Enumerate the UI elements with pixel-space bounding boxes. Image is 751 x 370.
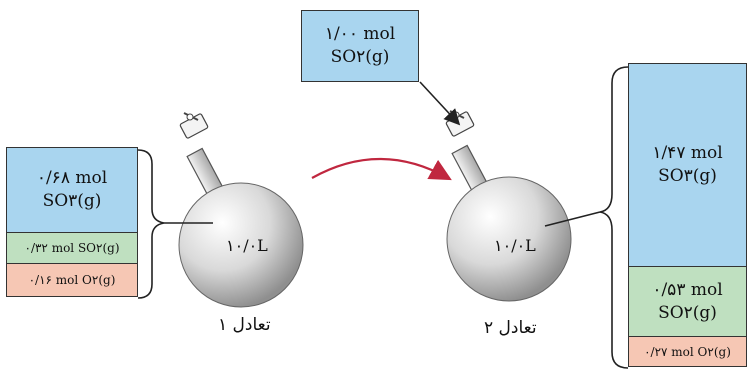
added-amount: ۱/۰۰ mol [324,24,396,45]
addition-arrow [419,81,461,126]
eq2-so2-amount: ۰/۵۳ mol [652,279,723,300]
eq2-so3-segment: ۱/۴۷ mol SO۳(g) [629,64,746,267]
eq1-so3-amount: ۰/۶۸ mol [36,168,108,189]
eq1-so2: ۰/۳۲ mol SO۲(g) [24,241,120,255]
eq2-o2-segment: ۰/۲۷ mol O۲(g) [629,337,746,366]
flask-1-sphere [178,182,304,308]
eq2-so3-amount: ۱/۴۷ mol [652,143,723,164]
equilibrium-2-caption: تعادل ۲ [484,318,537,338]
eq1-o2: ۰/۱۶ mol O۲(g) [28,273,116,287]
eq1-so3-species: SO۳(g) [42,191,102,211]
added-so2-content: ۱/۰۰ mol SO۲(g) [302,11,418,81]
equilibrium-1-caption: تعادل ۱ [218,315,271,335]
right-pointer-line [544,211,601,227]
eq1-so3-segment: ۰/۶۸ mol SO۳(g) [7,148,137,233]
eq1-o2-segment: ۰/۱۶ mol O۲(g) [7,264,137,296]
flask-1-volume: ۱۰/۰L [226,236,268,255]
flask-1-neck [179,112,225,198]
eq2-so2-species: SO۲(g) [658,302,717,323]
equilibrium-2-composition: ۱/۴۷ mol SO۳(g) ۰/۵۳ mol SO۲(g) ۰/۲۷ mol… [628,63,747,367]
added-so2-box: ۱/۰۰ mol SO۲(g) [301,10,419,82]
equilibrium-1-composition: ۰/۶۸ mol SO۳(g) ۰/۳۲ mol SO۲(g) ۰/۱۶ mol… [6,147,138,297]
eq2-so2-segment: ۰/۵۳ mol SO۲(g) [629,267,746,337]
eq2-so3-species: SO۳(g) [658,166,717,186]
eq1-so2-segment: ۰/۳۲ mol SO۲(g) [7,233,137,264]
flask-2-volume: ۱۰/۰L [494,236,536,255]
flask-2-neck [445,110,490,195]
flask-2-sphere [446,176,572,302]
right-brace [599,66,629,369]
added-species: SO۲(g) [330,47,390,67]
left-brace [137,149,165,299]
eq2-o2: ۰/۲۷ mol O۲(g) [644,344,731,359]
transition-arrow [311,158,452,181]
